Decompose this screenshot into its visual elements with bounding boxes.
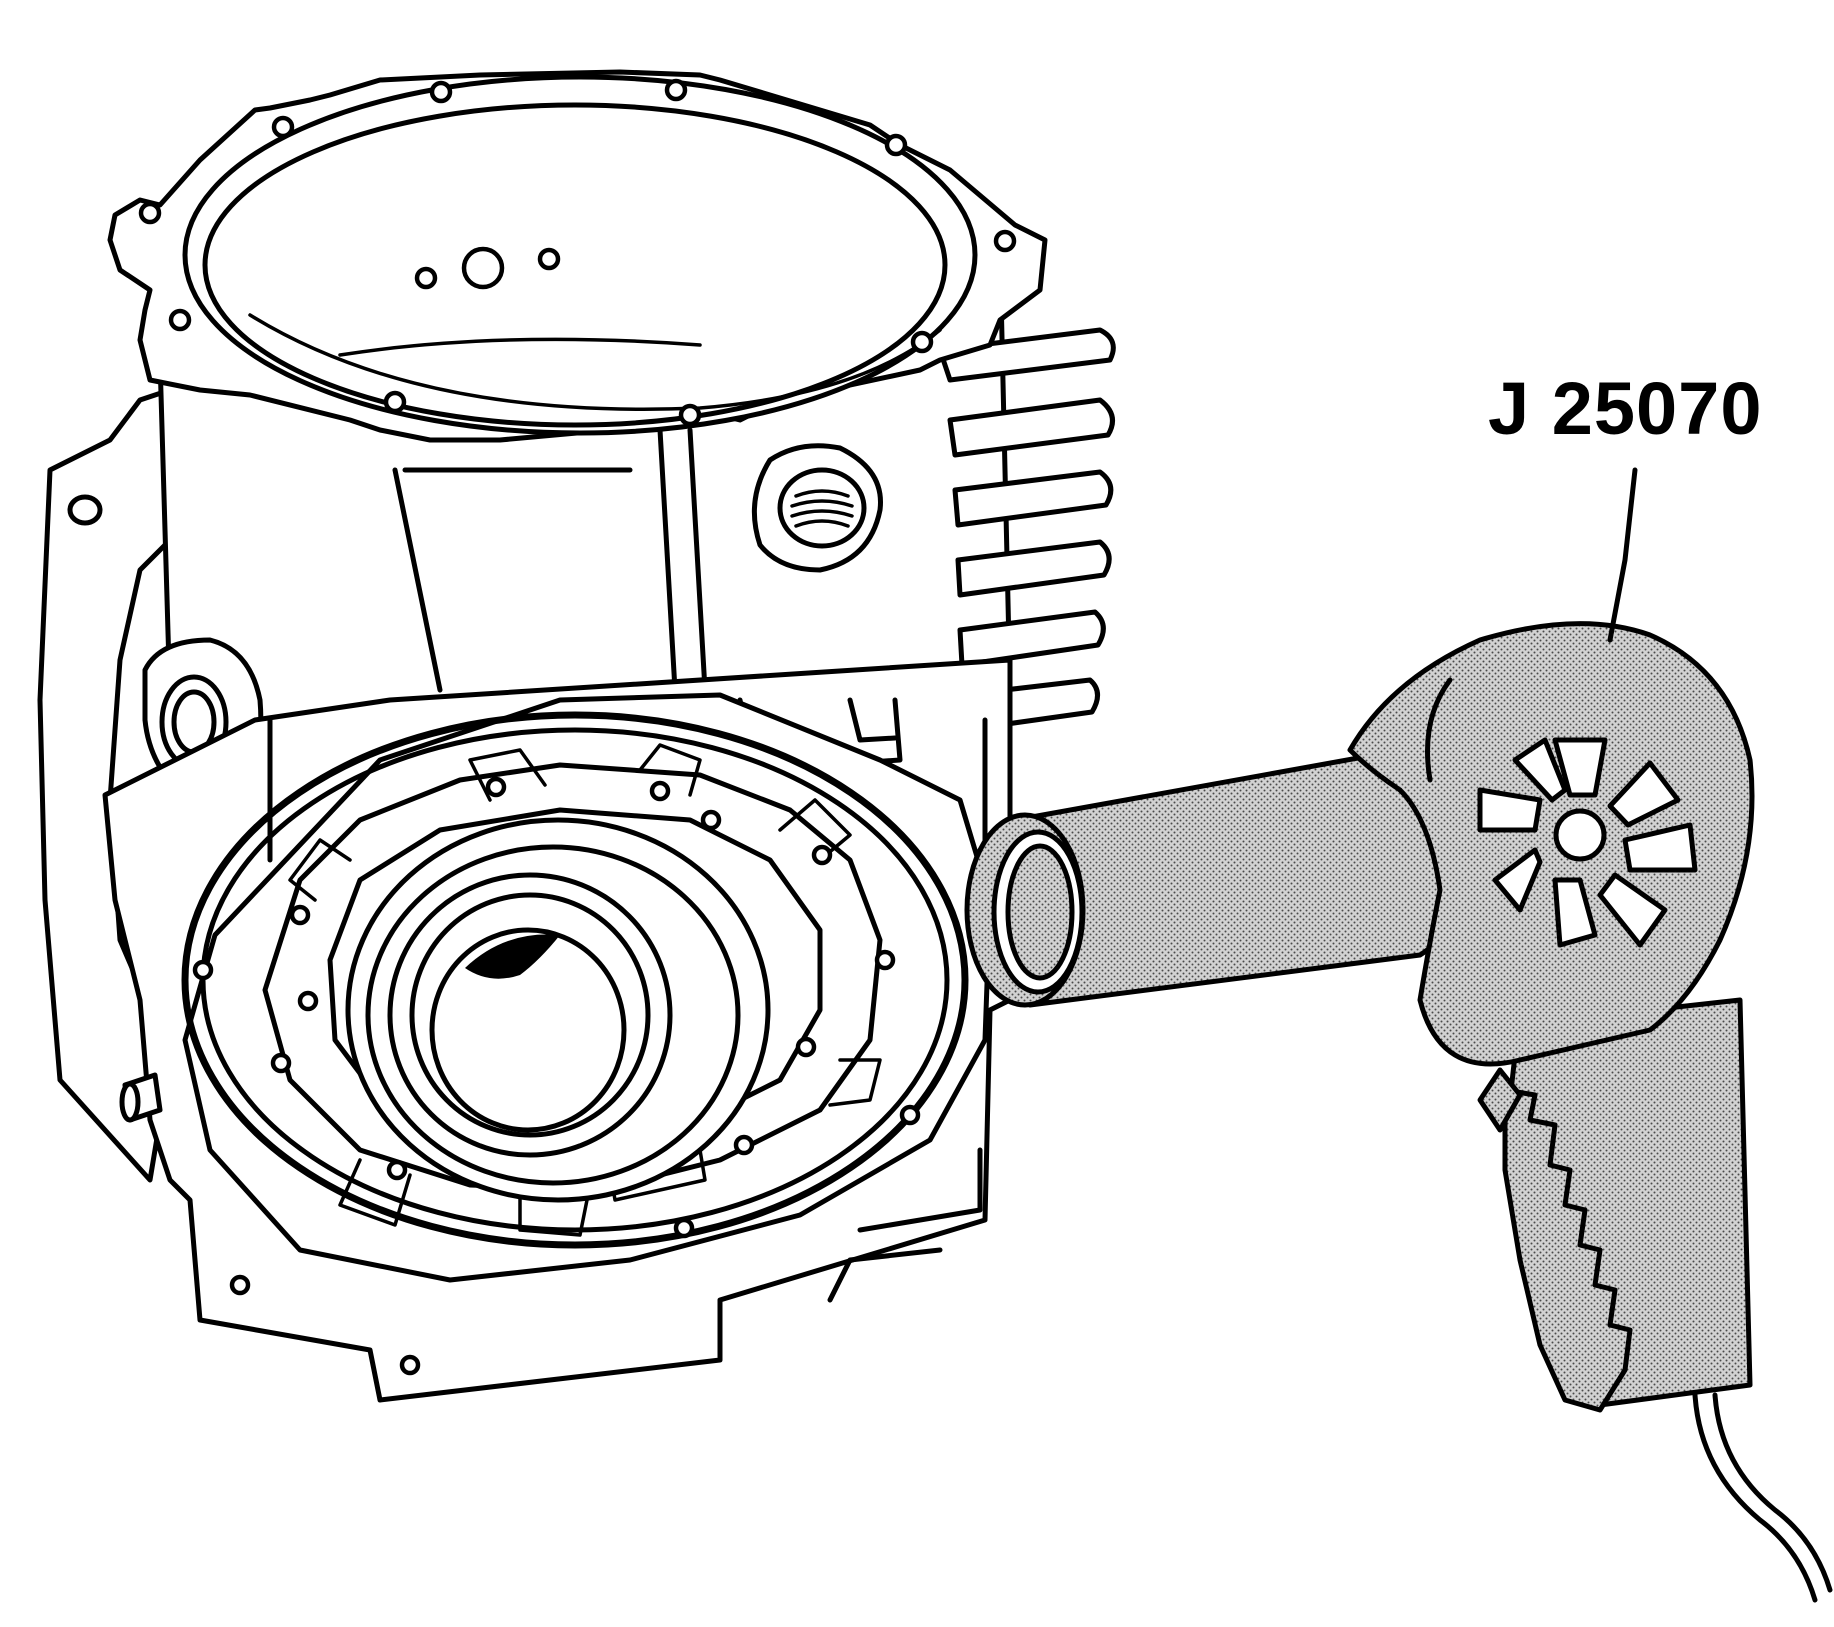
handle-grip: [1502, 1087, 1633, 1413]
transmission-case: [37, 69, 1116, 1403]
bell-housing-opening: [182, 74, 978, 436]
power-cord: [1692, 1392, 1818, 1603]
heat-gun-trigger: [1477, 1067, 1523, 1133]
tool-callout-label: J 25070: [1488, 367, 1763, 450]
inner-hole: [414, 266, 438, 290]
flange-bolt-holes: [138, 78, 1017, 427]
pump-bore-inner: [429, 927, 627, 1133]
inner-hole: [537, 247, 561, 271]
inner-hole: [461, 246, 505, 290]
callout-leader: [1607, 467, 1638, 643]
heat-gun-housing: [1347, 621, 1755, 1067]
vent-grille: [1477, 737, 1698, 948]
outer-seal-ring: [181, 711, 969, 1249]
heat-gun-tool: [964, 467, 1833, 1603]
bore-shadow: [465, 934, 560, 979]
